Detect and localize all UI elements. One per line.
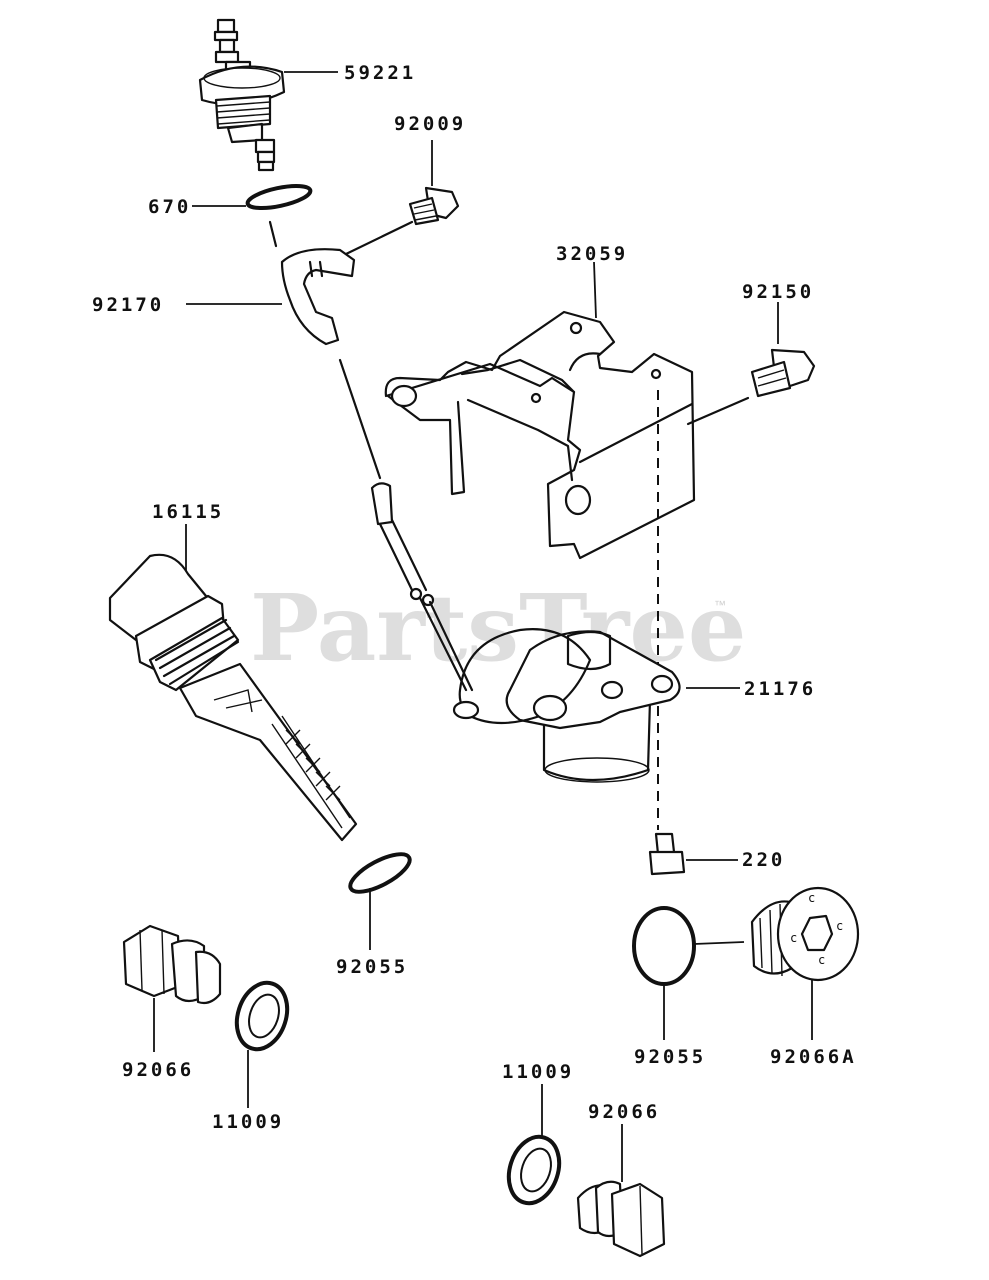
callout-670[interactable]: 670 [148, 196, 192, 218]
part-92055-left-o-ring-drawing [348, 852, 412, 950]
fuel-pickup-hose-drawing [370, 482, 474, 692]
part-92150-bolt-drawing [686, 302, 816, 426]
hex-mark-right: c [836, 919, 843, 933]
part-32059-bracket-drawing [384, 261, 696, 560]
part-11009-left-washer-drawing [234, 980, 290, 1108]
hex-mark-top: c [808, 891, 815, 905]
callout-220[interactable]: 220 [742, 849, 786, 871]
hex-mark-left: c [790, 931, 797, 945]
callout-11009-left[interactable]: 11009 [212, 1111, 285, 1133]
callout-92170[interactable]: 92170 [92, 294, 165, 316]
part-92066-left-plug-drawing [122, 924, 222, 1052]
part-11009-bottom-washer-drawing [506, 1084, 562, 1206]
part-16115-dipstick-drawing [108, 524, 358, 842]
part-92170-clamp-drawing [186, 248, 382, 480]
part-92009-screw-drawing [344, 140, 460, 256]
hex-mark-bottom: c [818, 953, 825, 967]
callout-92150[interactable]: 92150 [742, 281, 815, 303]
callout-11009-bottom[interactable]: 11009 [502, 1061, 575, 1083]
callout-16115[interactable]: 16115 [152, 501, 225, 523]
trademark-symbol: ™ [714, 598, 726, 612]
part-670-o-ring-drawing [192, 183, 313, 248]
part-92066-bottom-plug-drawing [576, 1124, 666, 1258]
watermark-text: PartsTree [250, 574, 747, 682]
callout-92055-right[interactable]: 92055 [634, 1046, 707, 1068]
callout-92009[interactable]: 92009 [394, 113, 467, 135]
callout-92066-bottom[interactable]: 92066 [588, 1101, 661, 1123]
callout-92066A[interactable]: 92066A [770, 1046, 857, 1068]
part-21176-fuel-filter-drawing [452, 628, 740, 830]
parts-tree-watermark: PartsTree [250, 578, 746, 678]
callout-92066-left[interactable]: 92066 [122, 1059, 195, 1081]
part-92066A-plug-drawing: c c c c [750, 886, 860, 1040]
callout-32059[interactable]: 32059 [556, 243, 629, 265]
part-92055-right-o-ring-drawing [632, 906, 745, 1040]
callout-92055-left[interactable]: 92055 [336, 956, 409, 978]
callout-59221[interactable]: 59221 [344, 62, 417, 84]
callout-21176[interactable]: 21176 [744, 678, 817, 700]
part-59221-valve-drawing [198, 18, 338, 172]
part-220-bolt-drawing [648, 832, 738, 876]
